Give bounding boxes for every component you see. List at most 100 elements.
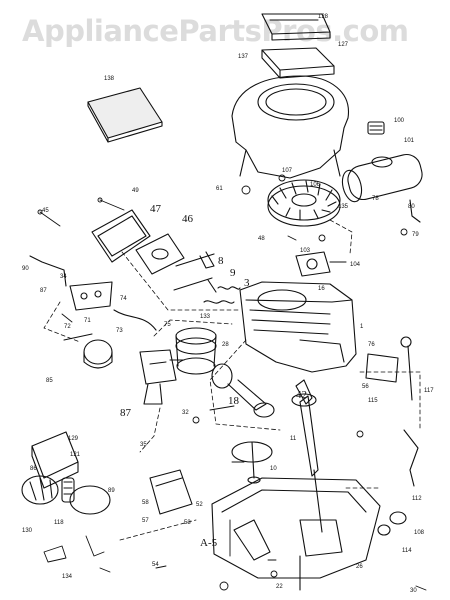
- label-30: 30: [410, 588, 417, 594]
- label-90: 90: [22, 266, 29, 272]
- label-10: 10: [270, 466, 277, 472]
- label-75: 75: [164, 322, 171, 328]
- piston: [175, 327, 217, 375]
- label-74: 74: [120, 296, 127, 302]
- label-112: 112: [412, 496, 422, 502]
- label-117: 117: [424, 388, 434, 394]
- label-78: 78: [372, 196, 379, 202]
- blower-housing: [231, 75, 349, 179]
- carburetor-bowl: [83, 339, 113, 369]
- label-53: 53: [184, 520, 191, 526]
- fuel-line: [63, 309, 157, 341]
- label-128: 128: [318, 14, 329, 20]
- label-71: 71: [84, 318, 91, 324]
- label-89: 89: [108, 488, 115, 494]
- label-28: 28: [222, 342, 229, 348]
- head-gasket: [135, 233, 185, 275]
- label-87b: 87: [120, 407, 132, 419]
- label-56: 56: [362, 384, 369, 390]
- label-A5: A-5: [200, 537, 218, 549]
- dipstick-tube: [400, 336, 419, 487]
- label-114: 114: [402, 548, 412, 554]
- label-138: 138: [104, 76, 115, 82]
- label-47: 47: [150, 203, 162, 215]
- label-34: 34: [60, 274, 67, 280]
- label-58: 58: [142, 500, 149, 506]
- air-cleaner-filter: [21, 475, 111, 515]
- label-85: 85: [46, 378, 53, 384]
- label-121: 121: [70, 452, 81, 458]
- label-101: 101: [404, 138, 415, 144]
- air-filter-cover: [261, 13, 331, 41]
- label-134: 134: [62, 574, 73, 580]
- flywheel: [267, 179, 341, 227]
- label-73: 73: [116, 328, 123, 334]
- spark-arrestor: [367, 121, 385, 135]
- air-cleaner-base: [31, 431, 79, 489]
- label-86: 86: [30, 466, 37, 472]
- cylinder-block: [239, 281, 357, 373]
- oil-sump: [211, 477, 381, 591]
- label-57: 57: [142, 518, 149, 524]
- ignition-coil: [295, 251, 347, 277]
- connecting-rod: [211, 363, 275, 418]
- valve-train: [173, 251, 241, 304]
- label-79: 79: [412, 232, 419, 238]
- label-133: 133: [200, 314, 211, 320]
- label-45: 45: [42, 208, 49, 214]
- carburetor: [139, 349, 185, 405]
- muffler: [341, 153, 423, 223]
- label-49: 49: [132, 188, 139, 194]
- label-135: 135: [338, 204, 349, 210]
- label-137: 137: [238, 54, 249, 60]
- label-52: 52: [196, 502, 203, 508]
- label-129: 129: [68, 436, 79, 442]
- label-106: 106: [310, 182, 321, 188]
- camshaft-gear: [231, 441, 273, 484]
- label-22: 22: [276, 584, 283, 590]
- label-11: 11: [290, 436, 297, 442]
- label-108: 108: [414, 530, 425, 536]
- label-54: 54: [152, 562, 159, 568]
- part-number-labels: 128 127 137 138 100 101 61 107 106 135 7…: [22, 14, 434, 594]
- label-72: 72: [64, 324, 71, 330]
- label-130: 130: [22, 528, 33, 534]
- fasteners: [37, 174, 427, 591]
- label-46: 46: [182, 213, 194, 225]
- air-filter-element: [261, 47, 335, 79]
- label-9: 9: [230, 267, 236, 279]
- crankshaft: [291, 379, 323, 533]
- label-115: 115: [368, 398, 378, 404]
- label-3: 3: [244, 277, 250, 289]
- label-48: 48: [258, 236, 265, 242]
- breaker-box: [149, 469, 193, 515]
- label-107: 107: [282, 168, 293, 174]
- label-103: 103: [300, 248, 311, 254]
- spacer-plate: [61, 477, 75, 503]
- oil-seal: [377, 511, 407, 536]
- label-104: 104: [350, 262, 361, 268]
- owners-manual: [87, 87, 163, 143]
- label-76: 76: [368, 342, 375, 348]
- label-plate: [365, 353, 399, 383]
- label-8: 8: [218, 255, 224, 267]
- assembly-leaders: [43, 219, 421, 541]
- label-16: 16: [318, 286, 325, 292]
- label-127: 127: [338, 42, 349, 48]
- label-118: 118: [54, 520, 64, 526]
- label-42: 42: [296, 389, 307, 401]
- label-100: 100: [394, 118, 405, 124]
- label-87: 87: [40, 288, 47, 294]
- watermark: AppliancePartsPros.com: [22, 14, 409, 48]
- label-26: 26: [356, 564, 363, 570]
- label-61: 61: [216, 186, 223, 192]
- label-1: 1: [360, 324, 364, 330]
- label-32: 32: [182, 410, 189, 416]
- label-18: 18: [228, 395, 240, 407]
- label-80: 80: [408, 204, 415, 210]
- label-35: 35: [140, 442, 147, 448]
- valve-cover: [91, 209, 151, 263]
- governor-bracket: [29, 255, 113, 311]
